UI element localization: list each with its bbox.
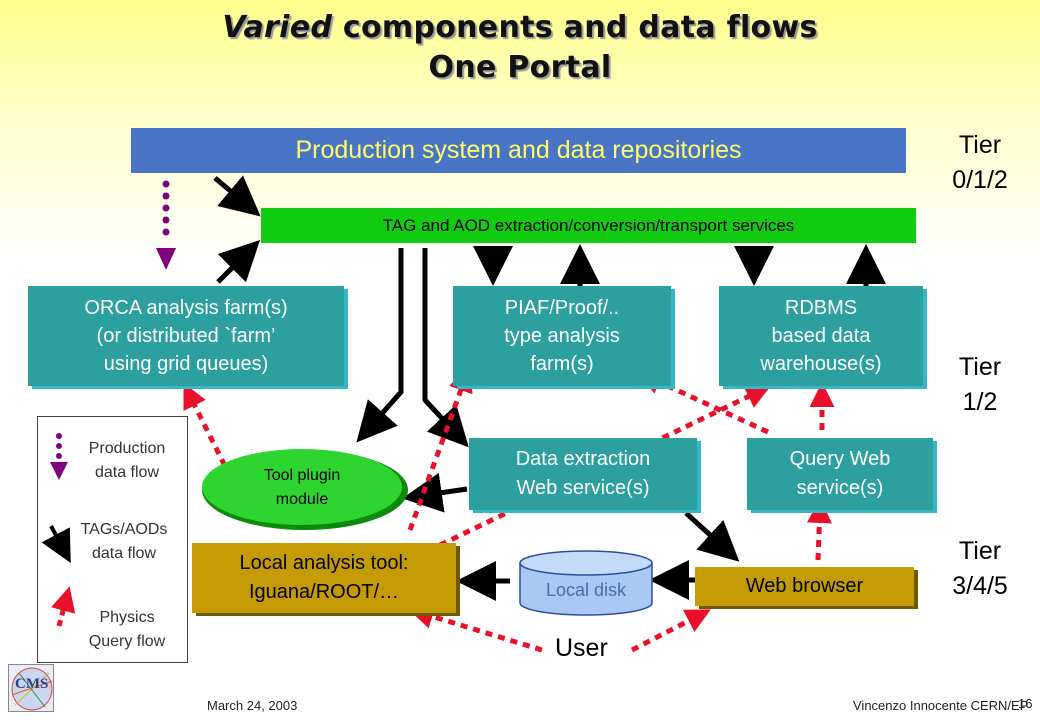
legend-production-line-2: data flow [94,464,160,481]
production-system-label: Production system and data repositories [295,136,742,164]
cms-logo-text: CMS [15,676,49,692]
production-flow-arrow [156,180,176,270]
local-analysis-tool-box: Local analysis tool: Iguana/ROOT/… [192,543,456,613]
legend-tags-line-2: data flow [91,545,157,562]
piaf-proof-farm-box: PIAF/Proof/.. type analysis farm(s) [453,286,671,386]
local-disk: Local disk [520,576,652,604]
tier-3-levels: 3/4/5 [952,572,1008,600]
piaf-line-3: farm(s) [530,353,594,375]
tag-aod-services-label: TAG and AOD extraction/conversion/transp… [382,215,795,235]
tool-plugin-line-1: Tool plugin [263,467,341,484]
tool-plugin-ellipse [202,449,402,525]
tier-1-word: Tier [958,131,1002,159]
page-subtitle: One Portal [428,50,612,85]
title-emphasis: Varied [222,10,333,45]
cms-logo: CMS [8,664,54,712]
orca-line-1: ORCA analysis farm(s) [84,297,288,319]
legend-physics-label: Physics Query flow [72,606,182,654]
legend-tags-line-1: TAGs/AODs [80,521,168,538]
tag-aod-services-box: TAG and AOD extraction/conversion/transp… [261,208,916,243]
orca-analysis-farm-box: ORCA analysis farm(s) (or distributed `f… [28,286,344,386]
local-analysis-line-1: Local analysis tool: [239,552,409,574]
piaf-line-2: type analysis [504,325,620,347]
web-browser-label: Web browser [745,575,864,597]
tier-3-4-5-label: Tier 3/4/5 [935,534,1025,604]
rdbms-line-3: warehouse(s) [760,353,882,375]
cms-logo-graphic [11,667,53,711]
orca-line-3: using grid queues) [103,353,269,375]
legend-physics-icon [51,586,76,627]
legend-physics-line-1: Physics [99,609,155,626]
tier-1-2-label: Tier 1/2 [935,350,1025,420]
legend-production-icon [50,433,68,480]
local-analysis-line-2: Iguana/ROOT/… [248,581,400,603]
tier-0-1-2-label: Tier 0/1/2 [935,128,1025,198]
tool-plugin-line-2: module [275,491,329,508]
data-extraction-service-box: Data extraction Web service(s) [469,438,697,510]
legend-tags-icon [41,525,71,564]
legend-tags-label: TAGs/AODs data flow [66,518,182,566]
query-web-line-2: service(s) [796,477,884,499]
production-system-box: Production system and data repositories [131,128,906,173]
local-disk-label: Local disk [545,579,627,600]
rdbms-line-2: based data [771,325,871,347]
tier-1-levels: 0/1/2 [952,166,1008,194]
footer-page-number: 16 [1018,696,1033,711]
footer-date: March 24, 2003 [207,698,298,713]
legend-physics-line-2: Query flow [88,633,166,650]
user-label: User [555,634,608,662]
rdbms-warehouse-box: RDBMS based data warehouse(s) [719,286,923,386]
legend-production-line-1: Production [88,440,166,457]
query-web-service-box: Query Web service(s) [747,438,933,510]
title-line1: components and data flows [332,10,818,45]
piaf-line-1: PIAF/Proof/.. [504,297,620,319]
data-extraction-line-1: Data extraction [515,448,651,470]
web-browser-box: Web browser [695,567,914,606]
legend-production-label: Production data flow [72,437,182,485]
query-web-line-1: Query Web [789,448,891,470]
data-extraction-line-2: Web service(s) [516,477,650,499]
tool-plugin-module: Tool plugin module [212,460,392,516]
physics-query-flow-arrows [183,366,835,653]
tier-2-levels: 1/2 [962,388,998,416]
legend-box [37,416,188,663]
tier-3-word: Tier [958,537,1002,565]
local-disk-cylinder [519,550,653,616]
rdbms-line-1: RDBMS [784,297,858,319]
tier-2-word: Tier [958,353,1002,381]
orca-line-2: (or distributed `farm’ [96,325,276,347]
footer-author: Vincenzo Innocente CERN/EP [853,698,1029,713]
page-title: Varied components and data flows [0,10,1040,45]
